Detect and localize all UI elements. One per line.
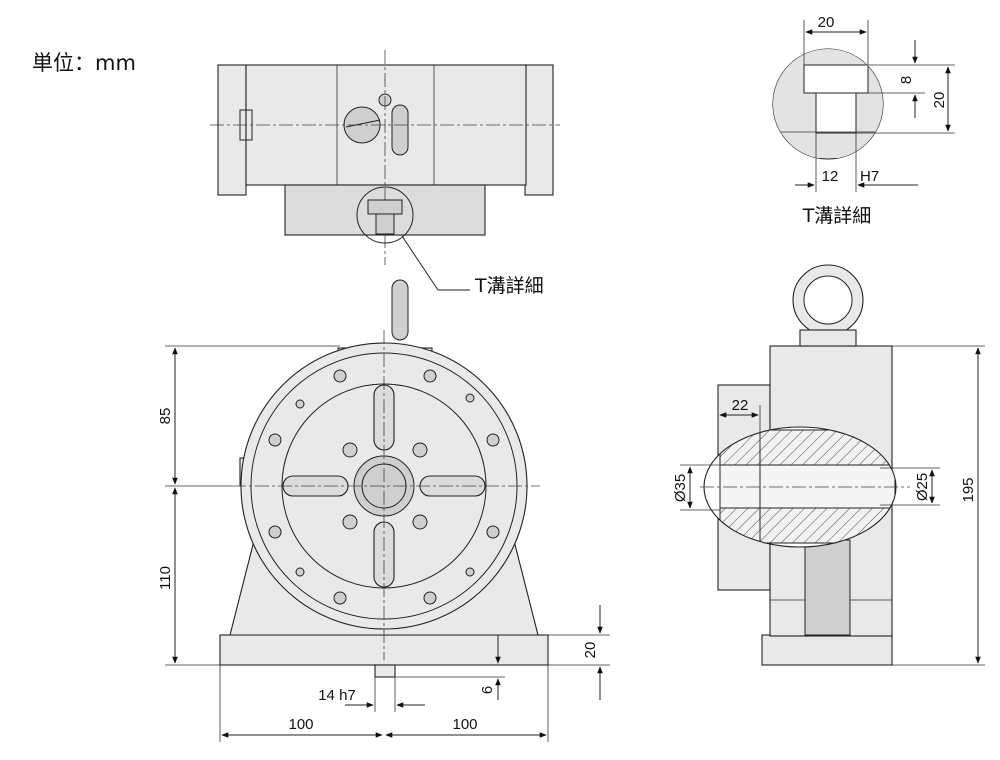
dim-slot-width: 20 (818, 14, 835, 31)
dim-base-height: 20 (582, 642, 599, 659)
dim-side-offset: 22 (732, 397, 749, 414)
side-view (700, 264, 910, 666)
dim-key-depth: 6 (479, 686, 496, 694)
t-slot-detail-label: T溝詳細 (802, 205, 872, 227)
dim-key-width: 14 h7 (318, 687, 356, 704)
dim-slot-depth: 8 (898, 76, 915, 84)
dim-slot-fit-tolerance: H7 (860, 168, 879, 185)
dim-overall-height: 195 (960, 477, 977, 502)
front-view (219, 279, 549, 678)
bolt-holes (268, 369, 500, 605)
front-dimensions (165, 345, 610, 742)
dim-bore-inner: Ø25 (914, 473, 931, 501)
t-slot-detail-callout: T溝詳細 (474, 275, 544, 297)
dim-slot-fit: 12 (822, 168, 839, 185)
unit-label: 単位：mm (32, 51, 136, 75)
dim-bore-outer: Ø35 (672, 474, 689, 502)
dim-slot-height: 20 (931, 92, 948, 109)
dim-center-height-lower: 110 (157, 566, 174, 590)
t-slot-detail (772, 20, 955, 192)
dim-center-height-upper: 85 (157, 408, 174, 425)
side-dimensions (680, 345, 985, 666)
dim-half-width-right: 100 (452, 716, 477, 733)
top-view (210, 50, 560, 291)
dim-half-width-left: 100 (288, 716, 313, 733)
